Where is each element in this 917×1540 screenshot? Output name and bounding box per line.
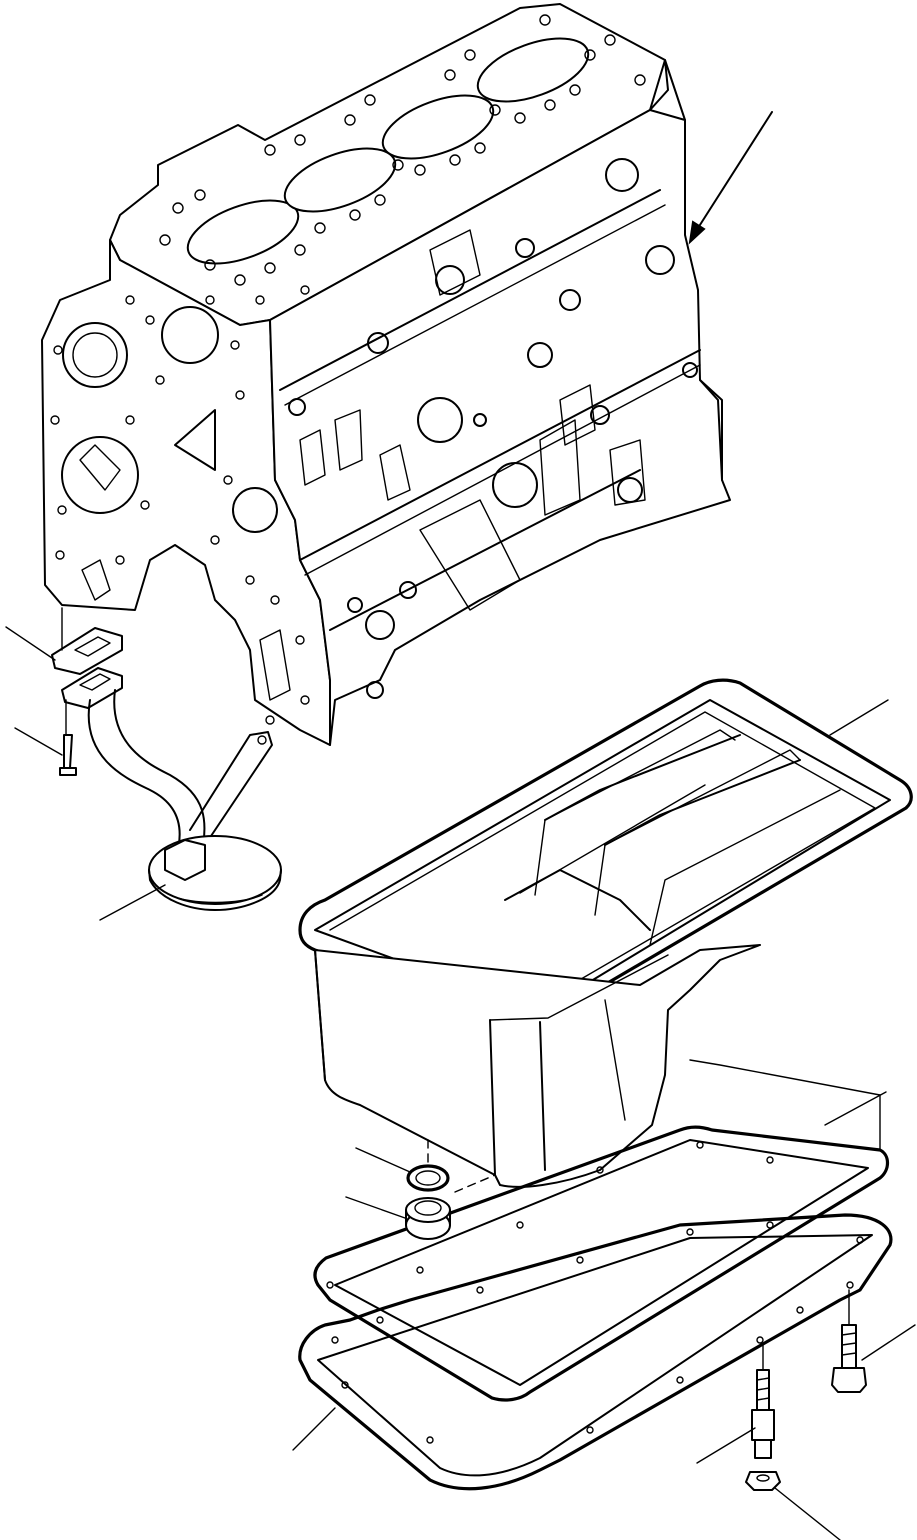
drain-plug — [405, 1197, 451, 1240]
oil-pan — [298, 678, 913, 1188]
drain-plug-washer — [406, 1164, 450, 1192]
oil-pan-gasket-upper — [313, 1059, 890, 1402]
cylinder-block — [41, 3, 773, 746]
leader-lines — [5, 626, 916, 1540]
oil-pan-gasket-lower — [298, 1141, 893, 1491]
oil-strainer-assembly — [51, 607, 282, 911]
pan-bolt — [831, 1289, 867, 1393]
stud-bolt — [751, 1344, 775, 1459]
oil-strainer-tube — [87, 699, 181, 861]
strainer-bolt — [63, 734, 73, 769]
nut — [745, 1471, 781, 1491]
